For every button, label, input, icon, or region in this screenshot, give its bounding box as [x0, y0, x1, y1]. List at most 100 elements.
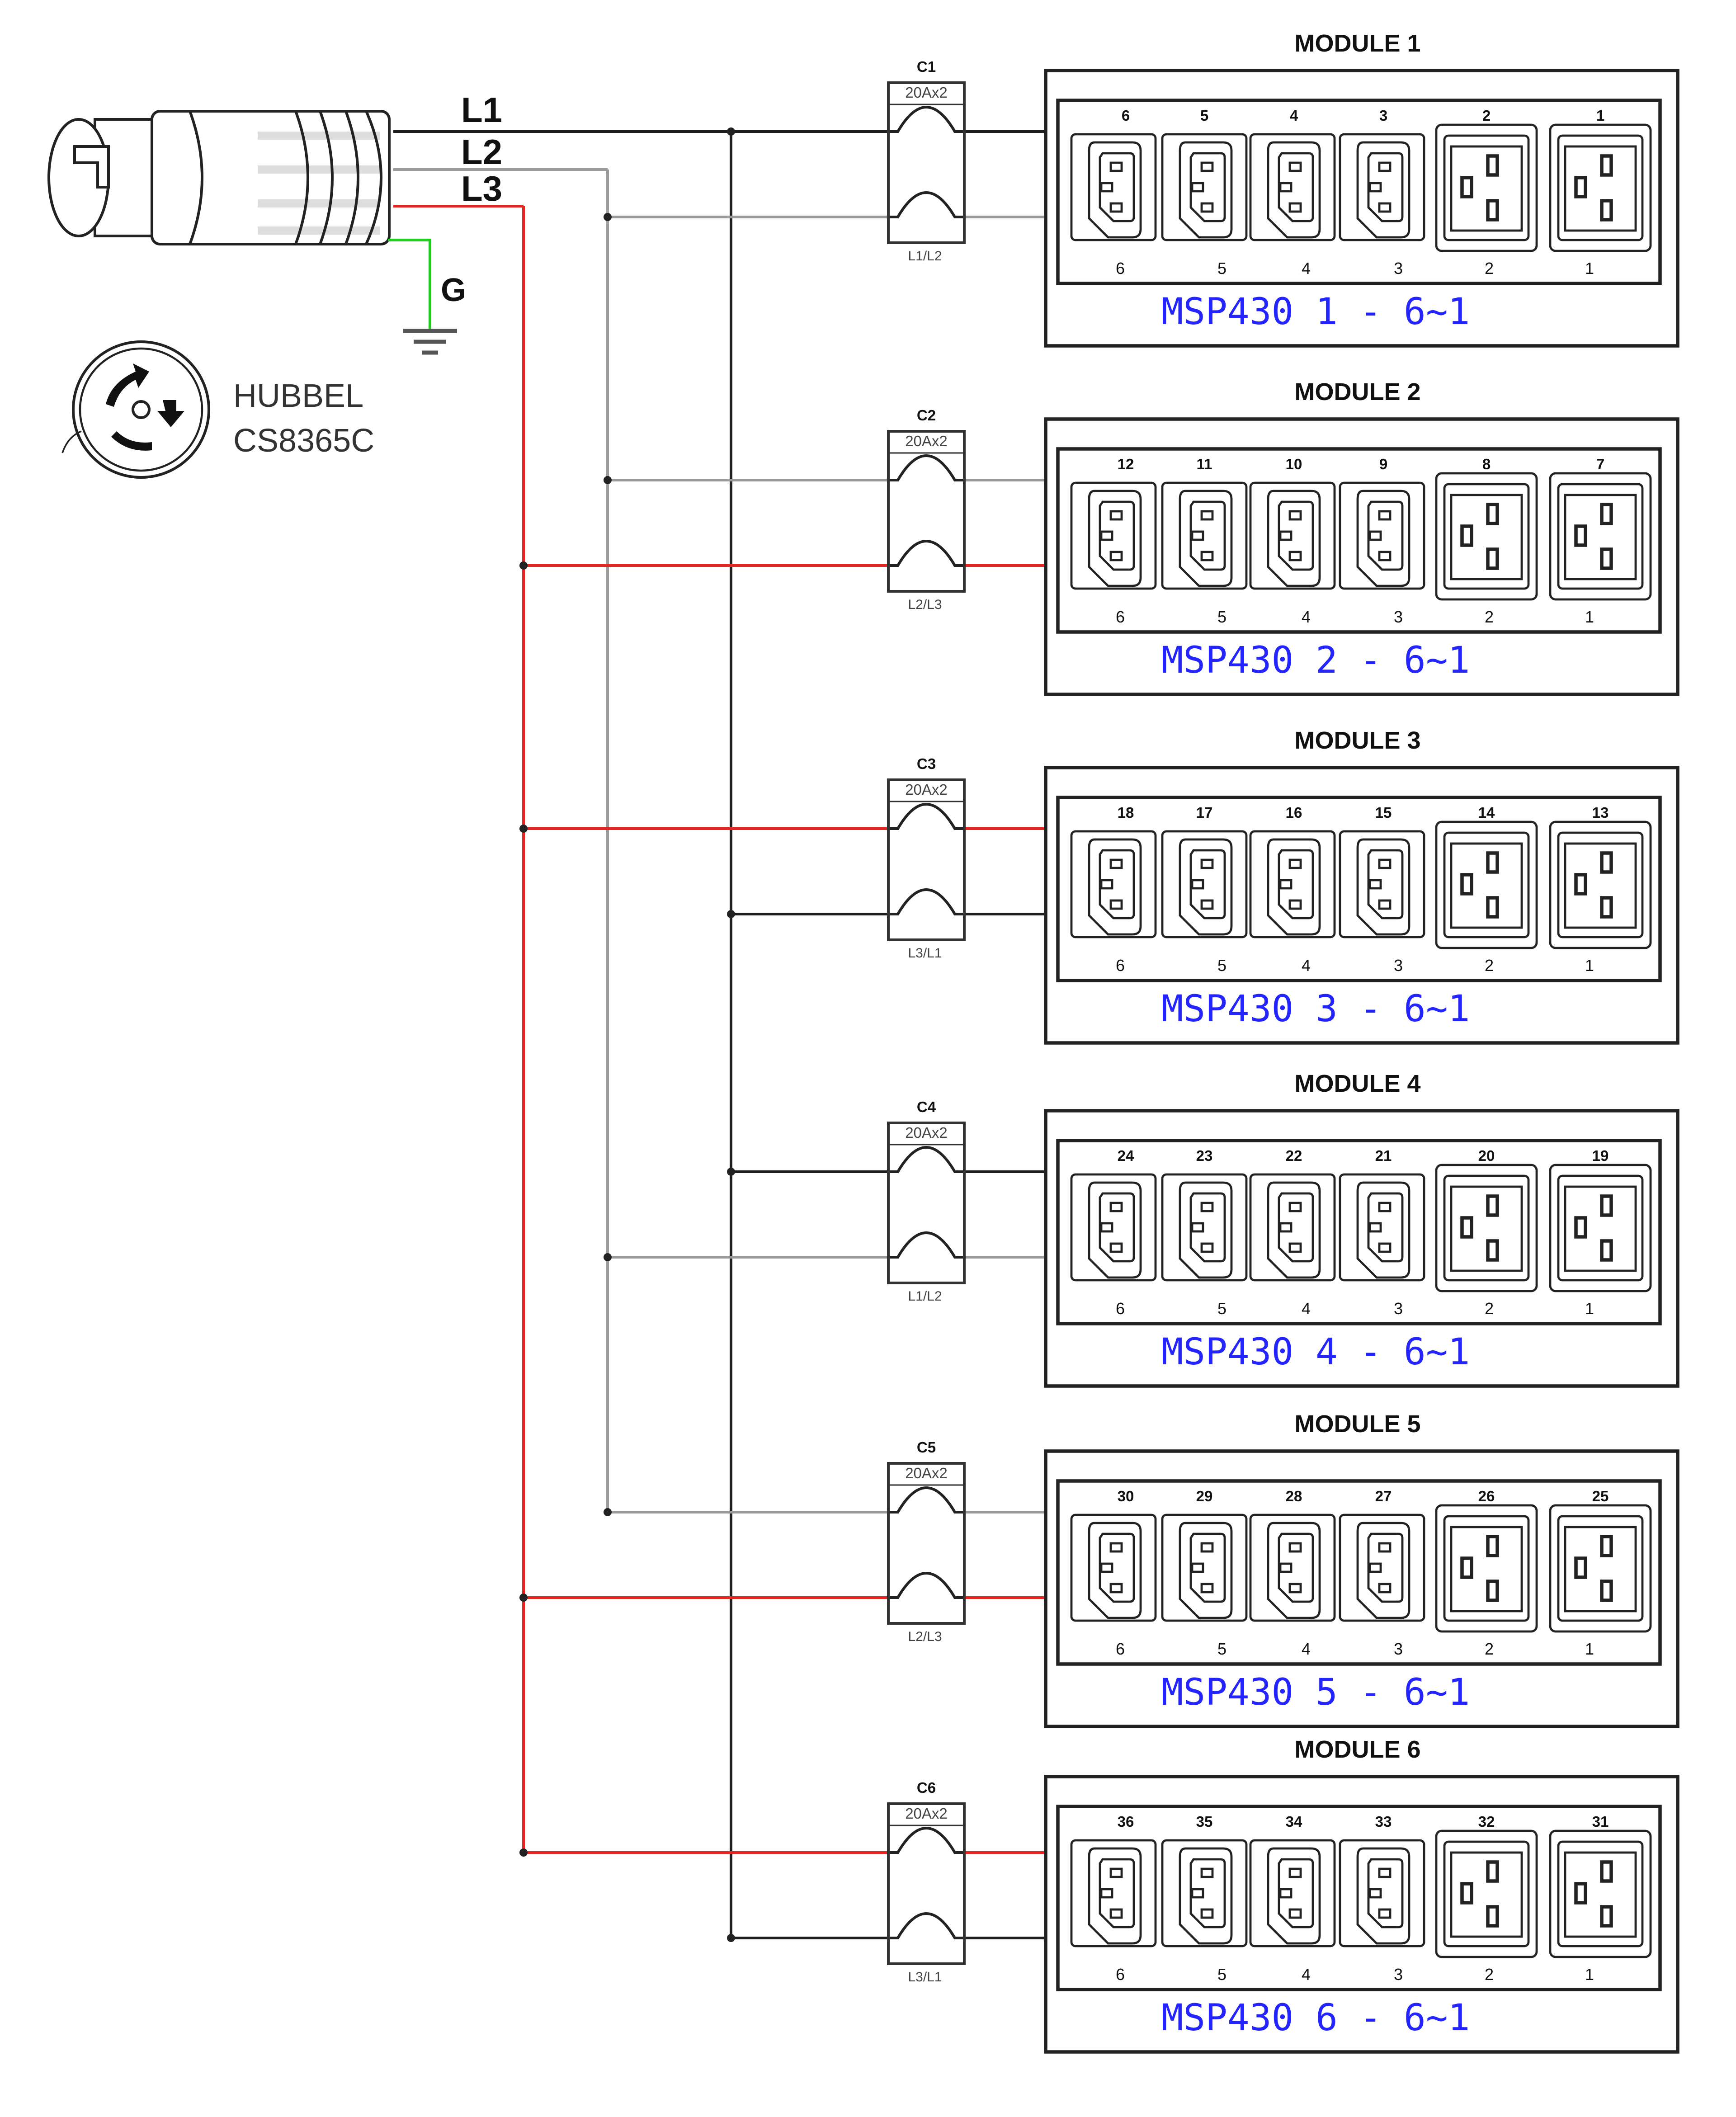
outlet-position: 5 — [1217, 956, 1227, 975]
outlet-position: 1 — [1585, 608, 1594, 626]
outlet-number: 13 — [1592, 804, 1609, 821]
module-controller-label: MSP430 4 - 6~1 — [1161, 1331, 1470, 1373]
junction-dot — [727, 1934, 735, 1942]
breaker-arc-icon — [890, 454, 964, 481]
c13-outlet-icon — [1339, 481, 1425, 590]
outlet-position: 2 — [1485, 1299, 1494, 1318]
outlet-position: 5 — [1217, 1299, 1227, 1318]
breaker-gap — [898, 823, 958, 834]
breaker-gap — [898, 1933, 958, 1943]
junction-dot — [727, 1168, 735, 1176]
module-title: MODULE 5 — [1294, 1410, 1420, 1438]
outlet-number: 25 — [1592, 1488, 1609, 1504]
module-title: MODULE 3 — [1294, 727, 1420, 754]
line-label-l2: L2 — [461, 132, 502, 172]
c13-outlet-icon — [1161, 1173, 1248, 1282]
outlet-position: 2 — [1485, 608, 1494, 626]
breaker-label: C2 — [917, 407, 936, 424]
breaker-phase: L2/L3 — [908, 1629, 942, 1644]
module-title: MODULE 1 — [1294, 30, 1420, 57]
breaker-arc-icon — [890, 1486, 964, 1513]
c13-outlet-icon — [1339, 1173, 1425, 1282]
outlet-panel — [1056, 1479, 1662, 1666]
module-controller-label: MSP430 1 - 6~1 — [1161, 291, 1470, 333]
c13-outlet-icon — [1249, 1173, 1336, 1282]
outlet-position: 3 — [1394, 1299, 1403, 1318]
breaker-gap — [898, 212, 958, 222]
receptacle-brand: HUBBEL — [233, 378, 363, 414]
breaker-arc-icon — [890, 803, 964, 830]
outlet-panel — [1056, 447, 1662, 634]
breaker-box — [887, 1122, 966, 1284]
outlet-position: 6 — [1116, 1965, 1125, 1984]
breaker-arc-icon — [890, 191, 964, 218]
outlet-panel — [1056, 99, 1662, 285]
outlet-position: 6 — [1116, 1299, 1125, 1318]
outlet-panel — [1056, 1805, 1662, 1991]
breaker-gap — [898, 909, 958, 919]
c19-outlet-icon — [1435, 1164, 1538, 1292]
breaker-phase: L1/L2 — [908, 1289, 942, 1304]
junction-dot — [519, 1848, 528, 1857]
outlet-position: 2 — [1485, 1640, 1494, 1658]
breaker-rating: 20Ax2 — [905, 1465, 948, 1481]
junction-dot — [727, 910, 735, 918]
c13-outlet-icon — [1249, 1839, 1336, 1947]
junction-dot — [604, 1508, 612, 1516]
c13-outlet-icon — [1249, 1513, 1336, 1622]
breaker-gap — [898, 560, 958, 571]
junction-dot — [604, 476, 612, 484]
outlet-position: 1 — [1585, 1299, 1594, 1318]
outlet-position: 3 — [1394, 956, 1403, 975]
c19-outlet-icon — [1549, 1504, 1652, 1633]
c13-outlet-icon — [1070, 1173, 1157, 1282]
breaker-gap — [898, 126, 958, 137]
outlet-number: 27 — [1375, 1488, 1392, 1504]
c13-outlet-icon — [1249, 830, 1336, 938]
breaker-phase: L1/L2 — [908, 249, 942, 264]
breaker-gap — [898, 1847, 958, 1858]
outlet-number: 26 — [1478, 1488, 1495, 1504]
c19-outlet-icon — [1549, 472, 1652, 601]
breaker-phase: L3/L1 — [908, 1970, 942, 1985]
breaker-arc-icon — [890, 1231, 964, 1259]
c13-outlet-icon — [1070, 1513, 1157, 1622]
outlet-number: 12 — [1118, 456, 1134, 472]
module-controller-label: MSP430 3 - 6~1 — [1161, 988, 1470, 1030]
outlet-position: 6 — [1116, 956, 1125, 975]
outlet-number: 10 — [1286, 456, 1302, 472]
c13-outlet-icon — [1070, 1839, 1157, 1947]
outlet-position: 6 — [1116, 1640, 1125, 1658]
breaker-rating: 20Ax2 — [905, 433, 948, 449]
junction-dot — [604, 1253, 612, 1261]
outlet-number: 36 — [1118, 1813, 1134, 1830]
junction-dot — [519, 825, 528, 833]
module-title: MODULE 6 — [1294, 1736, 1420, 1763]
outlet-number: 35 — [1196, 1813, 1213, 1830]
breaker-gap — [898, 1507, 958, 1518]
breaker-arc-icon — [890, 1146, 964, 1173]
c13-outlet-icon — [1070, 481, 1157, 590]
outlet-number: 4 — [1290, 107, 1298, 124]
outlet-number: 14 — [1478, 804, 1495, 821]
c13-outlet-icon — [1161, 1513, 1248, 1622]
outlet-number: 34 — [1286, 1813, 1302, 1830]
c13-outlet-icon — [1070, 133, 1157, 241]
c19-outlet-icon — [1549, 1164, 1652, 1292]
outlet-position: 3 — [1394, 259, 1403, 278]
c19-outlet-icon — [1549, 820, 1652, 949]
c19-outlet-icon — [1435, 820, 1538, 949]
outlet-position: 2 — [1485, 1965, 1494, 1984]
c19-outlet-icon — [1435, 1504, 1538, 1633]
outlet-position: 1 — [1585, 956, 1594, 975]
breaker-label: C6 — [917, 1779, 936, 1796]
breaker-rating: 20Ax2 — [905, 781, 948, 798]
outlet-number: 9 — [1379, 456, 1387, 472]
junction-dot — [519, 561, 528, 570]
